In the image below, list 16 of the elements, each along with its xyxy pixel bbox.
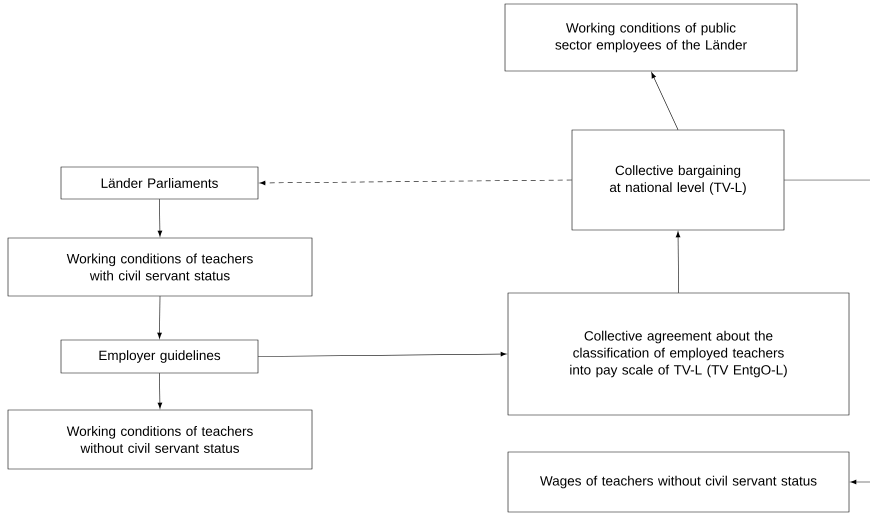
arrow <box>258 352 507 357</box>
process-box: Working conditions of teachers with civil servant status <box>8 238 312 296</box>
process-box: Wages of teachers without civil servant status <box>508 452 850 512</box>
arrow <box>651 72 678 130</box>
process-box: Collective bargaining at national level (TV-L) <box>572 130 784 230</box>
arrow <box>676 231 680 293</box>
arrow <box>259 180 572 186</box>
arrow <box>158 373 162 409</box>
process-box: Working conditions of teachers without civil servant status <box>8 410 312 470</box>
process-box: Working conditions of public sector employees of the Länder <box>504 4 798 72</box>
arrow <box>157 296 162 339</box>
process-box: Employer guidelines <box>60 340 258 374</box>
arrow <box>158 199 162 237</box>
process-box: Collective agreement about the classification of employed teachers into pay scale of TV-L (TV EntgO-L) <box>508 292 850 416</box>
process-box: Länder Parliaments <box>60 166 258 200</box>
arrow <box>850 480 870 484</box>
